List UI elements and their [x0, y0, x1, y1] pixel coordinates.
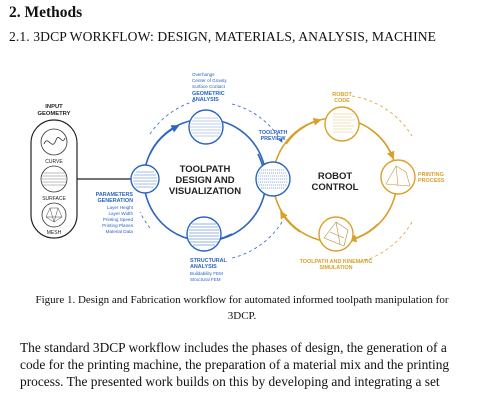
svg-text:ANALYSIS: ANALYSIS — [190, 264, 217, 270]
workflow-figure: INPUT GEOMETRY CURVE SURFACE MESH TOOLPA… — [30, 72, 445, 282]
toolpath-preview-node: TOOLPATH PREVIEW — [255, 130, 291, 197]
printing-process-node: PRINTING PROCESS — [380, 159, 445, 195]
section-heading: 2. Methods — [9, 4, 83, 21]
svg-text:SIMULATION: SIMULATION — [319, 265, 352, 271]
svg-text:Material Data: Material Data — [106, 229, 134, 234]
svg-text:GEOMETRIC: GEOMETRIC — [192, 91, 225, 97]
robot-control-title: ROBOT — [318, 171, 353, 182]
svg-text:DESIGN AND: DESIGN AND — [175, 175, 234, 186]
svg-text:Layer Width: Layer Width — [108, 211, 133, 216]
svg-text:CURVE: CURVE — [45, 159, 63, 165]
svg-text:SURFACE: SURFACE — [42, 196, 66, 202]
figure-caption: Figure 1. Design and Fabrication workflo… — [35, 294, 449, 322]
svg-text:PREVIEW: PREVIEW — [261, 136, 287, 142]
svg-text:CODE: CODE — [334, 98, 350, 104]
svg-text:STRUCTURAL: STRUCTURAL — [190, 258, 228, 264]
structural-analysis-node: STRUCTURAL ANALYSIS Buildability FEM Str… — [186, 216, 228, 282]
svg-text:Printing Planes: Printing Planes — [102, 223, 134, 228]
parameters-generation-node: PARAMETERS GENERATION Layer Height Layer… — [96, 164, 160, 234]
svg-text:MESH: MESH — [47, 230, 62, 236]
input-geometry-panel: INPUT GEOMETRY CURVE SURFACE MESH — [30, 104, 78, 239]
svg-text:GENERATION: GENERATION — [97, 198, 133, 204]
svg-text:PROCESS: PROCESS — [418, 178, 445, 184]
svg-text:Overhangs: Overhangs — [192, 72, 215, 77]
toolpath-design-title: TOOLPATH — [180, 164, 231, 175]
svg-text:Surface Contact: Surface Contact — [192, 84, 226, 89]
svg-text:Printing Speed: Printing Speed — [103, 217, 134, 222]
kinematic-simulation-node: TOOLPATH AND KINEMATIC SIMULATION — [300, 216, 373, 271]
svg-text:CONTROL: CONTROL — [312, 182, 359, 193]
svg-text:Buildability FEM: Buildability FEM — [190, 271, 223, 276]
svg-text:Structural FEM: Structural FEM — [190, 277, 221, 282]
svg-text:VISUALIZATION: VISUALIZATION — [169, 186, 241, 197]
svg-text:Layer Height: Layer Height — [107, 205, 134, 210]
input-geometry-title: INPUT — [45, 104, 63, 110]
svg-text:ROBOT: ROBOT — [332, 92, 352, 98]
svg-text:TOOLPATH AND KINEMATIC: TOOLPATH AND KINEMATIC — [300, 259, 373, 265]
svg-text:GEOMETRY: GEOMETRY — [38, 111, 71, 117]
svg-text:PRINTING: PRINTING — [418, 172, 444, 178]
svg-text:Center of Gravity: Center of Gravity — [192, 78, 227, 83]
body-paragraph: The standard 3DCP workflow includes the … — [20, 340, 450, 389]
mesh-icon — [41, 202, 67, 228]
curve-icon — [40, 128, 68, 156]
geometric-analysis-node: Overhangs Center of Gravity Surface Cont… — [188, 72, 227, 145]
subsection-heading: 2.1. 3DCP WORKFLOW: DESIGN, MATERIALS, A… — [9, 29, 437, 44]
robot-code-node: ROBOT CODE — [324, 92, 360, 142]
svg-text:PARAMETERS: PARAMETERS — [96, 192, 134, 198]
svg-text:TOOLPATH: TOOLPATH — [259, 130, 288, 136]
svg-text:ANALYSIS: ANALYSIS — [192, 97, 219, 103]
